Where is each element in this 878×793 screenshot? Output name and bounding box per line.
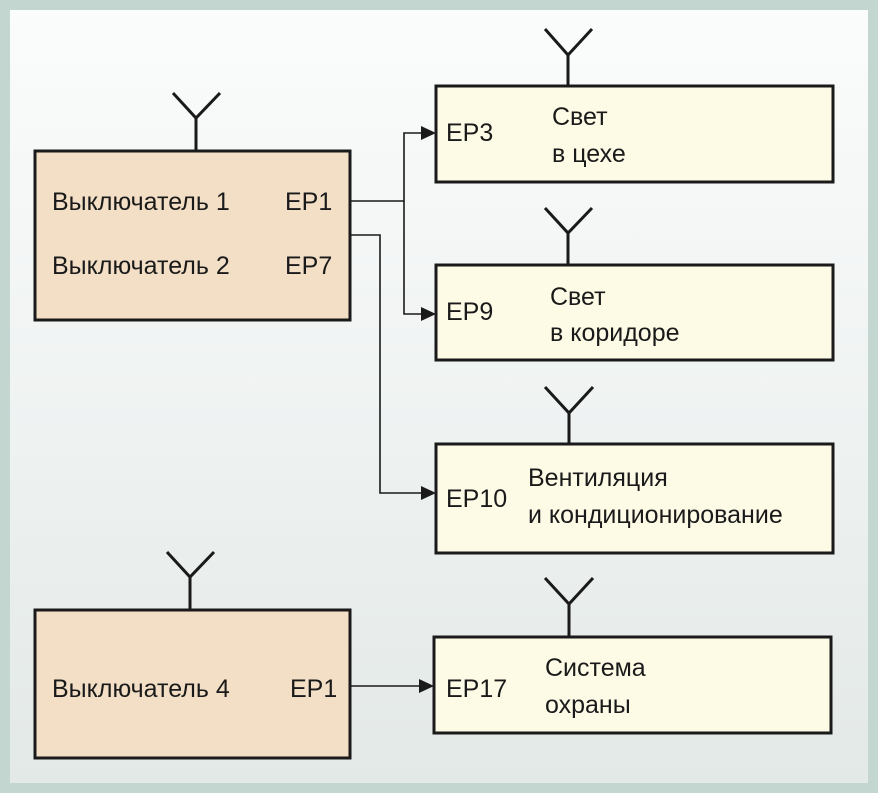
antenna-icon	[165, 550, 216, 580]
switch-box	[33, 149, 352, 322]
device-ep: EP3	[446, 119, 493, 147]
switch-label: Выключатель 4	[52, 675, 230, 703]
switch-block-1: Выключатель 1 EP1 Выключатель 2 EP7	[33, 91, 352, 322]
antenna-icon	[543, 385, 595, 416]
connections	[350, 126, 436, 693]
switch-label: Выключатель 2	[52, 252, 230, 280]
switch-block-2: Выключатель 4 EP1	[33, 550, 352, 760]
connection-line	[403, 201, 422, 315]
device-box	[434, 84, 835, 184]
switch-box	[33, 608, 352, 760]
antenna-icon	[543, 27, 594, 58]
device-box	[432, 635, 833, 735]
antenna-icon	[543, 206, 594, 236]
device-line-1: Свет	[550, 283, 606, 311]
arrow-head-icon	[419, 679, 434, 693]
device-block-ep10: EP10 Вентиляция и кондиционирование	[434, 385, 835, 555]
switch-label: Выключатель 1	[52, 188, 230, 216]
device-ep: EP17	[446, 675, 507, 703]
device-box	[434, 442, 835, 555]
switch-ep: EP1	[285, 188, 332, 216]
device-line-1: Система	[545, 654, 646, 682]
device-line-2: и кондиционирование	[528, 501, 783, 529]
antenna-icon	[171, 91, 222, 121]
switch-ep: EP7	[285, 252, 332, 280]
arrow-head-icon	[421, 126, 436, 140]
device-line-1: Свет	[552, 103, 608, 131]
switch-ep: EP1	[290, 675, 337, 703]
arrow-head-icon	[421, 486, 436, 500]
connection-line	[350, 132, 422, 202]
device-block-ep17: EP17 Система охраны	[432, 576, 833, 735]
device-line-2: в коридоре	[550, 319, 680, 347]
device-line-2: охраны	[545, 691, 631, 719]
arrow-head-icon	[421, 307, 436, 321]
device-ep: EP10	[446, 485, 507, 513]
device-box	[434, 263, 835, 362]
device-ep: EP9	[446, 298, 493, 326]
device-line-2: в цехе	[552, 140, 626, 168]
connection-line	[350, 234, 422, 494]
device-block-ep3: EP3 Свет в цехе	[434, 27, 835, 184]
device-block-ep9: EP9 Свет в коридоре	[434, 206, 835, 362]
antenna-icon	[543, 576, 595, 607]
device-line-1: Вентиляция	[528, 464, 668, 492]
